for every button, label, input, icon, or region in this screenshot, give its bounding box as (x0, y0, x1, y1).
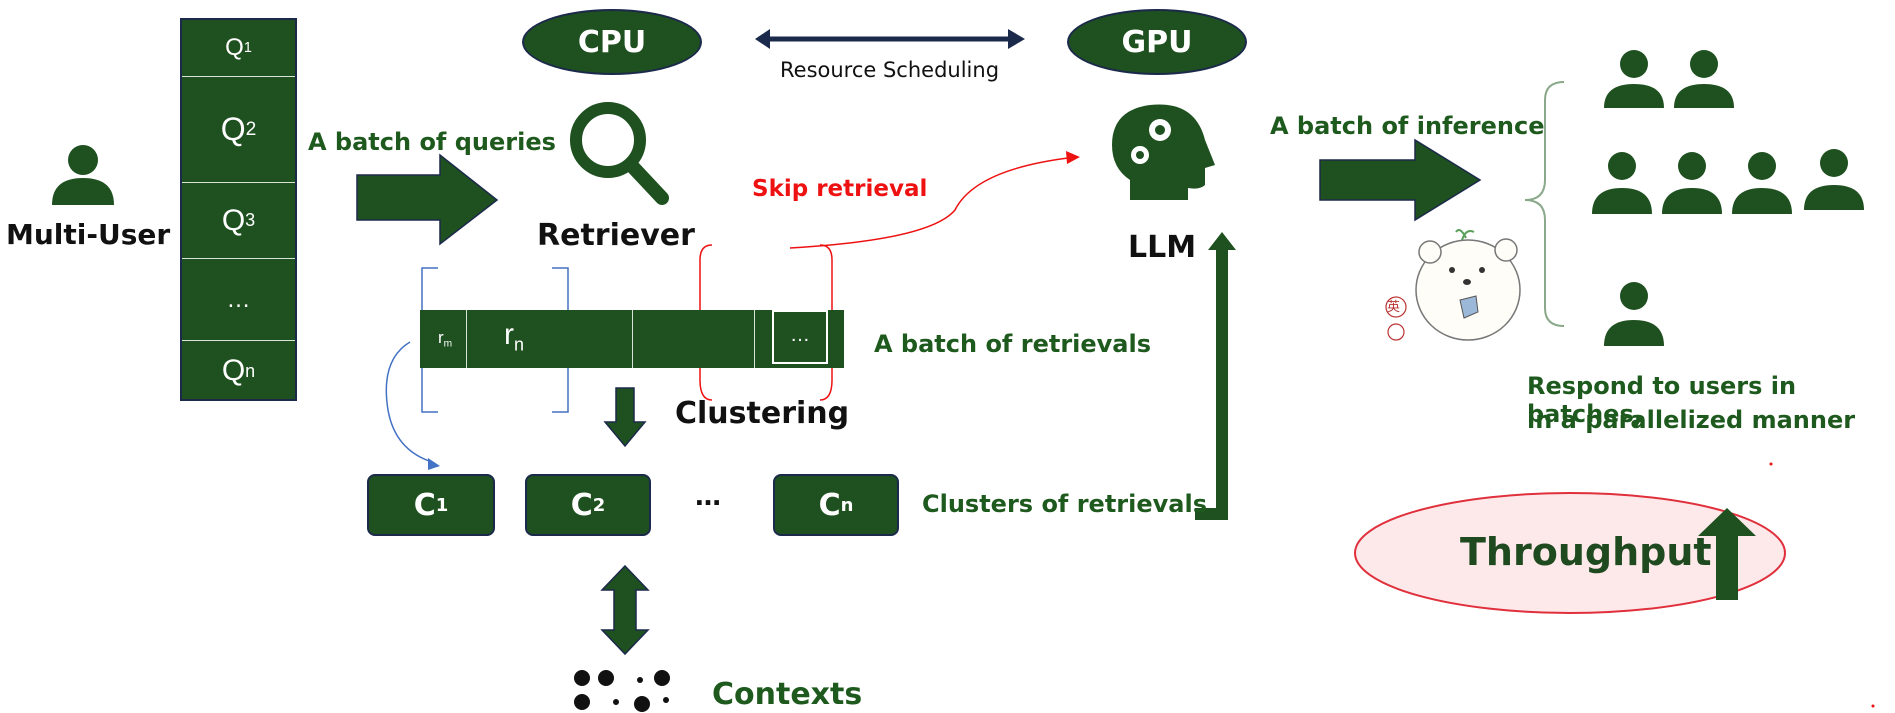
cluster-ellipsis: … (695, 482, 721, 512)
retriever-label: Retriever (537, 218, 695, 253)
user-icon (1662, 152, 1722, 214)
batch-retrievals-label: A batch of retrievals (874, 330, 1152, 358)
user-icon (1674, 50, 1734, 108)
throughput-up-arrow (1698, 508, 1756, 600)
single-user-icon (52, 145, 114, 205)
bar-ellipsis: … (790, 324, 810, 346)
bar-last-segment (772, 310, 828, 364)
throughput-label: Throughput (1460, 530, 1712, 574)
scheduling-double-arrow (755, 29, 1025, 49)
cpu-oval: CPU (522, 9, 702, 75)
user-icon (1604, 50, 1664, 108)
throughput-ellipse (1354, 492, 1786, 614)
query-cell: … (182, 258, 295, 340)
retrieval-bar: rm rn … (420, 310, 844, 368)
multi-user-label: Multi-User (6, 218, 171, 251)
batch-queries-label: A batch of queries (308, 128, 556, 156)
rm-segment-label: rm (438, 328, 453, 350)
skip-retrieval-arrow (789, 157, 1069, 249)
user-icon (1592, 152, 1652, 214)
clustering-label: Clustering (675, 396, 850, 431)
clusters-to-llm-arrow (1195, 232, 1236, 520)
rn-segment-label: rn (504, 318, 525, 355)
resource-scheduling-label: Resource Scheduling (780, 58, 1000, 82)
llm-head-icon (1112, 104, 1215, 200)
context-double-arrow (600, 564, 650, 656)
user-icon (1804, 149, 1864, 210)
inference-arrow (1319, 138, 1482, 222)
contexts-label: Contexts (712, 677, 863, 712)
contexts-dots-icon (574, 670, 670, 712)
respond-line2-label: in a parallelized manner (1527, 406, 1856, 434)
users-brace (1524, 81, 1565, 327)
user-icon (1732, 152, 1792, 214)
queries-arrow (356, 153, 499, 246)
llm-label: LLM (1128, 230, 1197, 265)
user-group-icons (1592, 50, 1864, 346)
clustering-down-arrow (603, 387, 647, 448)
skip-retrieval-label: Skip retrieval (752, 176, 928, 202)
search-icon (570, 102, 669, 205)
sticker-text-a: 英 (1387, 300, 1401, 315)
user-icon (1604, 282, 1664, 346)
respond-line1-label: Respond to users in batches, (1527, 372, 1797, 428)
rm-to-c1-arrow (385, 341, 433, 463)
gpu-oval: GPU (1067, 9, 1247, 75)
clusters-retrievals-label: Clusters of retrievals (922, 490, 1207, 518)
bear-sticker-image (1385, 229, 1521, 341)
batch-inference-label: A batch of inference (1270, 112, 1545, 140)
